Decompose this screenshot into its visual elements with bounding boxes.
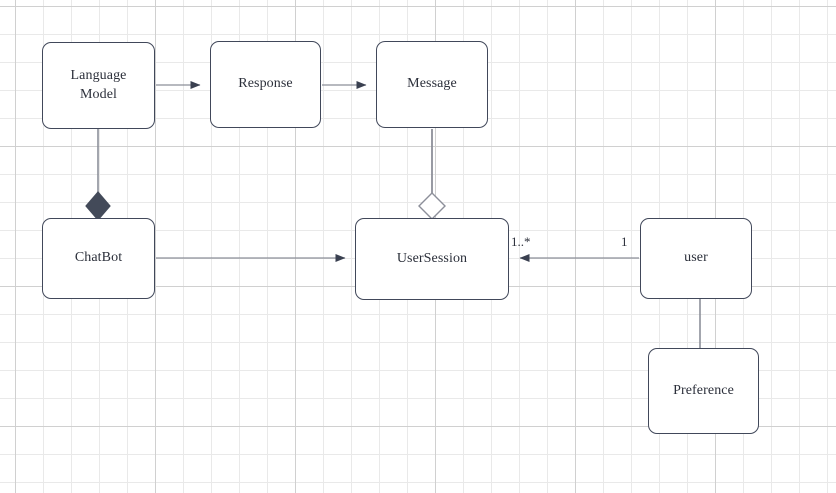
- multiplicity-usersession-side: 1..*: [511, 234, 531, 249]
- node-label-chatbot: ChatBot: [74, 250, 123, 266]
- multiplicity-user-side: 1: [621, 234, 628, 249]
- hollow-diamond-icon: [418, 192, 446, 220]
- node-label-message: Message: [407, 76, 457, 92]
- node-chatbot[interactable]: ChatBot: [42, 218, 155, 299]
- node-message[interactable]: Message: [376, 41, 488, 128]
- node-label-preference: Preference: [673, 382, 734, 398]
- filled-diamond-icon: [85, 191, 111, 221]
- node-usersession[interactable]: UserSession: [355, 218, 509, 300]
- node-label-language-model: Language Model: [70, 68, 127, 102]
- node-language-model[interactable]: Language Model: [42, 42, 155, 129]
- node-label-user: user: [684, 250, 708, 266]
- node-preference[interactable]: Preference: [648, 348, 759, 434]
- edge-message-usersession: [418, 129, 446, 220]
- node-response[interactable]: Response: [210, 41, 321, 128]
- node-label-response: Response: [238, 76, 293, 92]
- node-label-usersession: UserSession: [396, 250, 468, 266]
- edge-languagemodel-chatbot: [85, 129, 111, 221]
- node-user[interactable]: user: [640, 218, 752, 299]
